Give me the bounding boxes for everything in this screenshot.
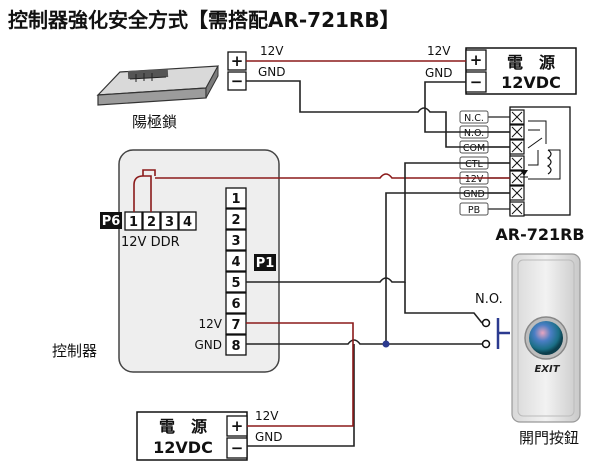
p1-pin: 8 [231, 339, 240, 354]
wire-p6-loop [142, 169, 156, 176]
wire-relay-gnd [385, 192, 510, 344]
push-switch-symbol [481, 318, 510, 349]
relay-module [488, 106, 571, 217]
psu-bottom-title: 電 源 [159, 417, 207, 436]
wire-gnd-button [246, 339, 482, 345]
relay-terminal-label: N.O. [464, 128, 484, 139]
diagram-title: 控制器強化安全方式【需搭配AR-721RB】 [8, 8, 400, 32]
lock-label: 陽極鎖 [132, 113, 177, 131]
lock-icon [96, 65, 220, 106]
psu-bottom-gnd-label: GND [255, 430, 283, 444]
psu-top-minus-sign: − [470, 73, 483, 91]
p6-connector: 1 2 3 4 [124, 211, 197, 231]
psu-bottom-minus-terminal [226, 437, 248, 459]
relay-terminal-label: GND [463, 189, 485, 200]
p6-tag [100, 212, 122, 229]
pin8-label: GND [194, 338, 222, 352]
p6-pin: 2 [147, 215, 156, 230]
wire-button-no [404, 282, 483, 324]
p1-pin: 3 [231, 234, 240, 249]
controller-label: 控制器 [52, 342, 97, 360]
p1-pin: 5 [231, 276, 240, 291]
relay-terminal-cross [511, 203, 523, 215]
p6-pin: 1 [129, 215, 138, 230]
psu-top-title: 電 源 [507, 53, 555, 72]
pin7-label: 12V [199, 317, 223, 331]
relay-terminal-cross [511, 187, 523, 199]
relay-terminal-label: PB [468, 205, 480, 216]
p1-pin: 1 [231, 192, 240, 207]
exit-button-label: 開門按鈕 [519, 429, 579, 447]
psu-bottom-plus-sign: + [231, 417, 244, 435]
wire-12v-relay [155, 173, 510, 179]
relay-terminal-cross [511, 172, 523, 184]
exit-text: EXIT [534, 364, 560, 375]
wire-gnd-psu [247, 344, 355, 447]
lock-minus-sign: − [231, 72, 244, 90]
psu-bottom-minus-sign: − [231, 439, 244, 457]
psu-bottom-voltage: 12VDC [153, 438, 213, 457]
relay-label: AR-721RB [495, 225, 584, 244]
p6-pin: 3 [165, 215, 174, 230]
relay-terminal-cross [511, 126, 523, 138]
lock-plus-sign: + [231, 52, 244, 70]
psu-bottom-12v-label: 12V [255, 409, 279, 423]
psu-top-plus-terminal [465, 49, 487, 71]
psu-top-gnd-label: GND [425, 66, 453, 80]
p6-tag-text: P6 [102, 214, 121, 229]
psu-top-plus-sign: + [470, 51, 483, 69]
wires [133, 60, 510, 447]
p1-pin: 2 [231, 213, 240, 228]
wire-lock-gnd [246, 80, 510, 148]
p1-pin: 4 [231, 255, 240, 270]
relay-terminal-cross [511, 157, 523, 169]
p1-tag [254, 254, 276, 271]
p1-pin: 7 [231, 318, 240, 333]
relay-terminal-label: N.C. [464, 113, 484, 124]
relay-terminal-label: CTL [465, 159, 483, 170]
relay-terminal-cross [511, 111, 523, 123]
relay-terminal-cross [511, 141, 523, 153]
relay-terminal-column [488, 109, 525, 217]
lock-gnd-label: GND [258, 65, 286, 79]
psu-top-12v-label: 12V [427, 44, 451, 58]
exit-button-icon [511, 253, 581, 423]
p1-tag-text: P1 [256, 256, 275, 271]
wire-ctl [246, 162, 510, 283]
ddr-label: 12V DDR [121, 235, 180, 250]
p6-pin: 4 [183, 215, 192, 230]
wire-psu-gnd [424, 81, 510, 133]
psu-top-voltage: 12VDC [501, 73, 561, 92]
p1-connector: 1 2 3 4 5 6 7 8 [225, 187, 247, 356]
relay-terminal-label: 12V [465, 174, 484, 185]
wire-12v-psu [246, 322, 354, 427]
junction-node [382, 340, 390, 348]
lock-12v-label: 12V [260, 44, 284, 58]
no-label: N.O. [475, 292, 503, 307]
p1-pin: 6 [231, 297, 240, 312]
relay-terminal-label: COM [463, 143, 485, 154]
